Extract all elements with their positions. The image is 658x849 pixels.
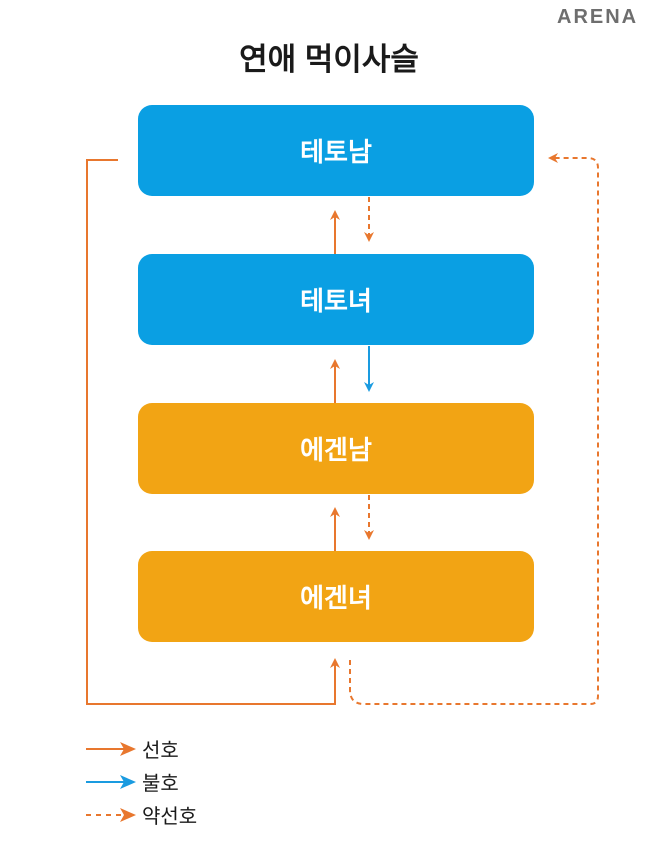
legend-label: 불호 xyxy=(142,773,179,795)
prefer-loop-arrow xyxy=(86,159,340,705)
legend-weak-prefer: 약선호 xyxy=(86,800,197,829)
diagram-title: 연애 먹이사슬 xyxy=(239,42,419,77)
node-egen-male: 에겐남 xyxy=(138,403,534,494)
solid-orange-arrow-icon xyxy=(86,741,136,756)
node-teto-male: 테토남 xyxy=(138,105,534,196)
legend-dislike: 불호 xyxy=(86,767,179,796)
legend-label: 약선호 xyxy=(142,806,198,828)
legend-label: 선호 xyxy=(142,740,179,762)
arena-logo: ARENA xyxy=(557,6,639,28)
legend-prefer: 선호 xyxy=(86,734,179,763)
dashed-orange-arrow-icon xyxy=(86,807,136,822)
weak-prefer-loop-arrow xyxy=(349,153,599,705)
node-egen-female: 에겐녀 xyxy=(138,551,534,642)
node-teto-female: 테토녀 xyxy=(138,254,534,345)
solid-blue-arrow-icon xyxy=(86,774,136,789)
